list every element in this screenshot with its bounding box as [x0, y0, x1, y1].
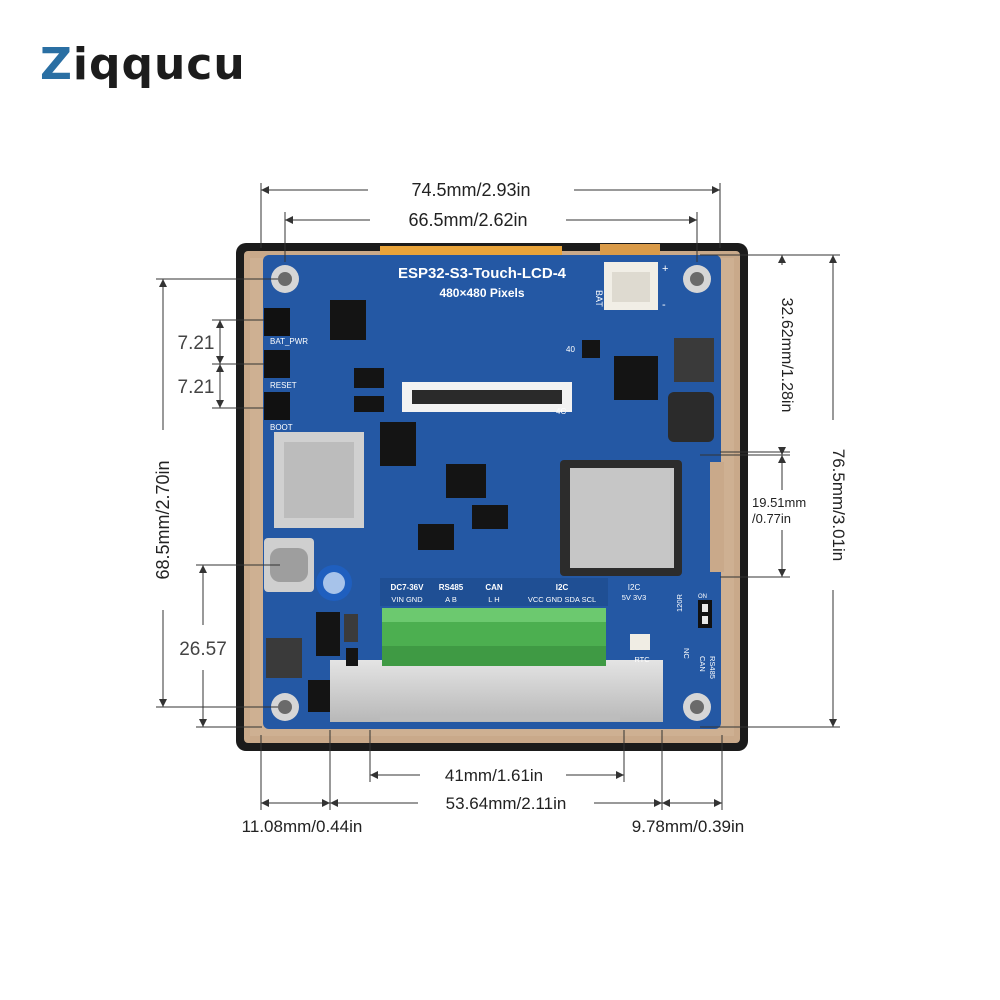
- logo-rest: iqqucu: [72, 38, 246, 90]
- dim-bottom-right: 9.78mm/0.39in: [632, 817, 744, 836]
- term-pins-rs485: A B: [445, 595, 457, 604]
- dim-right-module-mm: 19.51mm: [752, 495, 806, 510]
- esp32-module: [560, 460, 682, 576]
- can-label: CAN: [698, 656, 707, 672]
- on-label: ON: [698, 594, 707, 600]
- dim-right-full: 76.5mm/3.01in: [829, 449, 848, 561]
- mounting-holes: [271, 265, 711, 721]
- bat-minus-label: -: [662, 299, 666, 311]
- bat-label: BAT: [594, 290, 604, 307]
- i2c-right-pins: 5V 3V3: [622, 593, 647, 602]
- bat-pwr-label: BAT_PWR: [270, 337, 308, 346]
- term-group-i2c: I2C: [556, 583, 569, 592]
- rtc-connector: [630, 634, 650, 650]
- capacitor: [316, 565, 352, 601]
- dim-right-top: 32.62mm/1.28in: [778, 298, 795, 413]
- logo-first-letter: Z: [40, 38, 73, 90]
- ic-label-4c: 4C: [556, 407, 566, 416]
- rs485-label: RS485: [708, 656, 717, 679]
- r120-label: 120R: [675, 593, 684, 612]
- dimension-lines: [156, 183, 840, 810]
- term-pins-dc: VIN GND: [391, 595, 423, 604]
- terminal-block: [382, 608, 606, 666]
- term-pins-i2c: VCC GND SDA SCL: [528, 595, 596, 604]
- battery-connector: [604, 262, 658, 310]
- term-group-rs485: RS485: [439, 583, 464, 592]
- board-title: ESP32-S3-Touch-LCD-4: [398, 265, 567, 282]
- dim-bottom-41: 41mm/1.61in: [445, 766, 543, 785]
- dim-bottom-left: 11.08mm/0.44in: [242, 817, 363, 836]
- dim-left-btn1: 7.21: [178, 333, 215, 354]
- term-group-can: CAN: [485, 583, 503, 592]
- usb-c-port: [264, 538, 314, 592]
- bat-plus-label: +: [662, 263, 668, 275]
- terminal-header: [380, 578, 608, 606]
- term-pins-can: L H: [488, 595, 499, 604]
- dim-left-26: 26.57: [179, 639, 227, 660]
- ic-chips: [308, 300, 658, 712]
- nc-label: NC: [682, 648, 691, 659]
- dim-top-inner: 66.5mm/2.62in: [408, 210, 527, 230]
- dim-bottom-mid: 53.64mm/2.11in: [446, 794, 567, 813]
- term-group-dc: DC7-36V: [391, 583, 425, 592]
- brand-logo: Ziqqucu: [40, 34, 246, 94]
- dim-top-outer: 74.5mm/2.93in: [411, 180, 530, 200]
- rtc-label: RTC: [634, 655, 650, 664]
- sd-card-slot: [274, 432, 364, 528]
- fpc-connector: [402, 382, 572, 412]
- side-buttons: [264, 308, 290, 420]
- dim-left-btn2: 7.21: [178, 377, 215, 398]
- reset-label: RESET: [270, 381, 297, 390]
- dip-switch: [698, 600, 712, 628]
- inductors: [266, 338, 714, 678]
- fpc-mark-40: 40: [566, 345, 575, 354]
- i2c-right-label: I2C: [628, 583, 641, 592]
- dim-left-height: 68.5mm/2.70in: [153, 460, 173, 579]
- board-subtitle: 480×480 Pixels: [439, 286, 524, 300]
- dim-right-module-in: /0.77in: [752, 511, 791, 526]
- boot-label: BOOT: [270, 423, 293, 432]
